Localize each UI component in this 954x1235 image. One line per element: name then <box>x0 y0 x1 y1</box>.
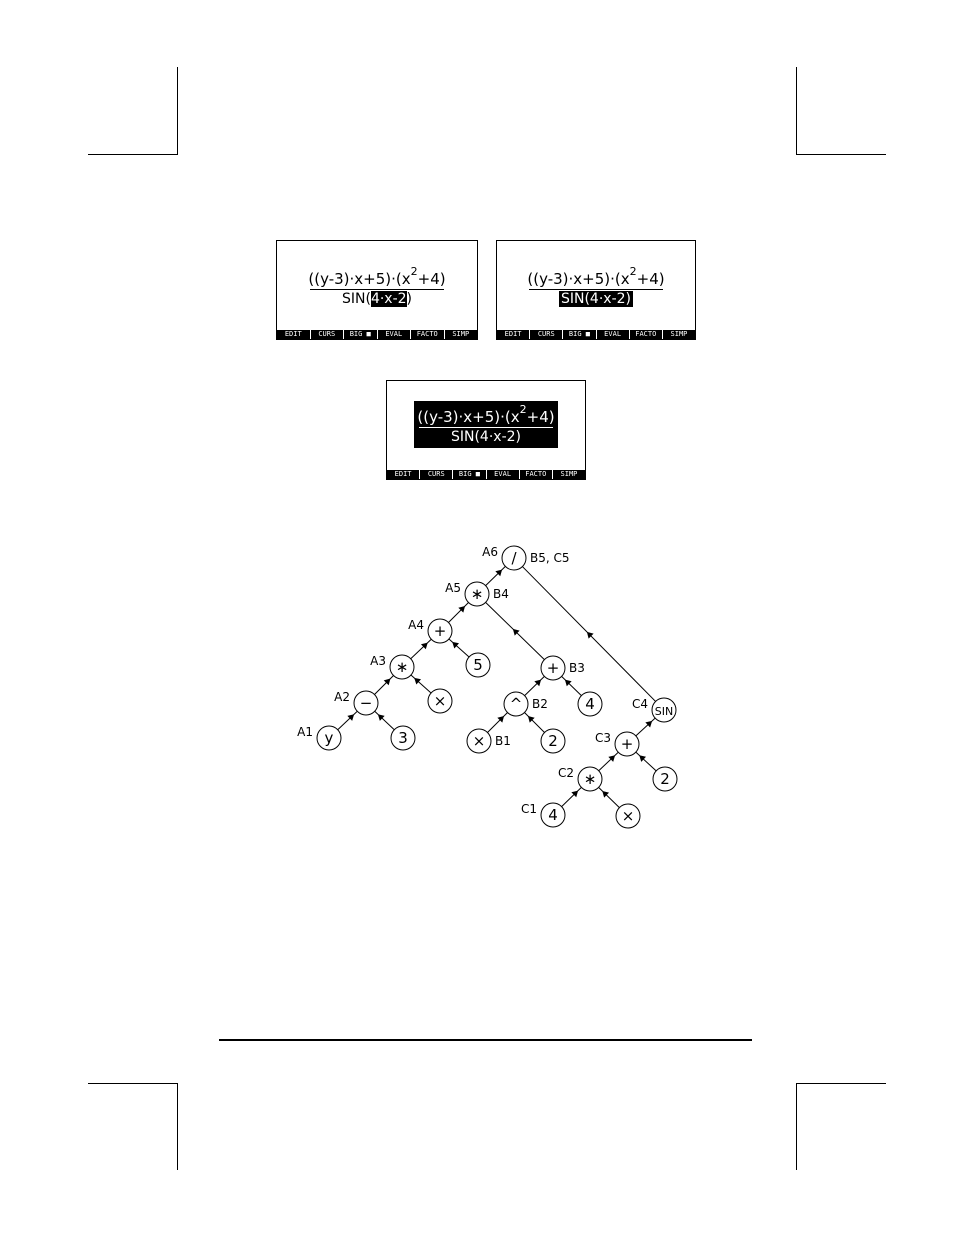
tree-node-label-right: B2 <box>532 697 548 711</box>
tree-edge <box>486 566 506 585</box>
tree-edge <box>636 718 655 736</box>
tree-edge <box>562 787 582 806</box>
tree-node-label: C2 <box>558 766 574 780</box>
tree-node-symbol: × <box>473 732 486 750</box>
tree-node-symbol: ∗ <box>584 770 597 788</box>
tree-node-label: A4 <box>408 618 424 632</box>
footer-rule <box>219 1039 752 1041</box>
tree-node-symbol: y <box>325 729 334 747</box>
tree-edge <box>338 711 358 730</box>
tree-node-label-right: B5, C5 <box>530 551 570 565</box>
tree-node-label: C3 <box>595 731 611 745</box>
tree-edge <box>599 752 619 771</box>
tree-node-symbol: 3 <box>398 729 408 747</box>
tree-edge <box>411 675 431 693</box>
tree-node-symbol: + <box>621 735 634 753</box>
tree-node-label: A6 <box>482 545 498 559</box>
tree-node-symbol: × <box>622 807 635 825</box>
tree-node-label-right: B4 <box>493 587 509 601</box>
tree-node-label-right: B1 <box>495 734 511 748</box>
tree-node-symbol: 4 <box>548 806 558 824</box>
tree-edges <box>338 566 656 807</box>
tree-nodes: /A6B5, C5∗A5B4+A45∗A3×−A23yA1+B34^B22×B1… <box>297 545 677 828</box>
tree-edge <box>636 752 656 771</box>
tree-edge <box>448 602 468 622</box>
tree-edge <box>487 712 507 732</box>
tree-node-symbol: ^ <box>510 695 523 713</box>
tree-node-symbol: 5 <box>473 656 483 674</box>
tree-node-label: A3 <box>370 654 386 668</box>
tree-edge <box>562 676 582 695</box>
tree-node-label: A1 <box>297 725 313 739</box>
tree-node-label: C1 <box>521 802 537 816</box>
tree-edge <box>525 676 545 695</box>
tree-edge <box>375 711 395 730</box>
tree-edge <box>599 787 620 807</box>
tree-node-symbol: 2 <box>660 770 670 788</box>
tree-node-label: C4 <box>632 697 648 711</box>
tree-node-symbol: 4 <box>585 695 595 713</box>
tree-node-symbol: × <box>434 692 447 710</box>
tree-node-label: A5 <box>445 581 461 595</box>
tree-node-symbol: SIN <box>655 705 673 718</box>
tree-edge <box>524 712 544 732</box>
tree-edge <box>449 639 469 657</box>
tree-edge <box>374 675 393 694</box>
tree-node-label-right: B3 <box>569 661 585 675</box>
tree-node-symbol: ∗ <box>396 658 409 676</box>
tree-node-symbol: − <box>360 694 373 712</box>
tree-edge <box>411 639 432 658</box>
tree-node-symbol: ∗ <box>471 585 484 603</box>
tree-node-symbol: + <box>547 659 560 677</box>
tree-node-symbol: 2 <box>548 732 558 750</box>
tree-node-label: A2 <box>334 690 350 704</box>
tree-node-symbol: + <box>434 622 447 640</box>
